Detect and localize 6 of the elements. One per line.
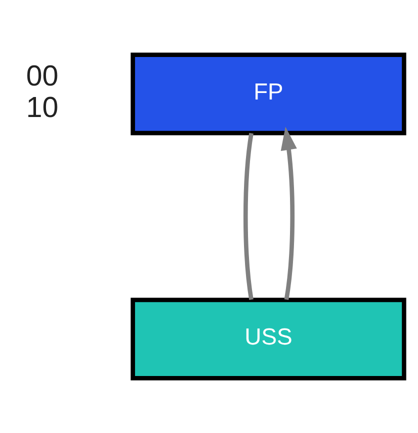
arrow [280,126,297,300]
label: 10 [26,92,58,124]
node-box: USS [130,298,406,380]
connector [243,132,254,300]
label: 00 [26,60,58,92]
node-box: FP [130,52,406,136]
